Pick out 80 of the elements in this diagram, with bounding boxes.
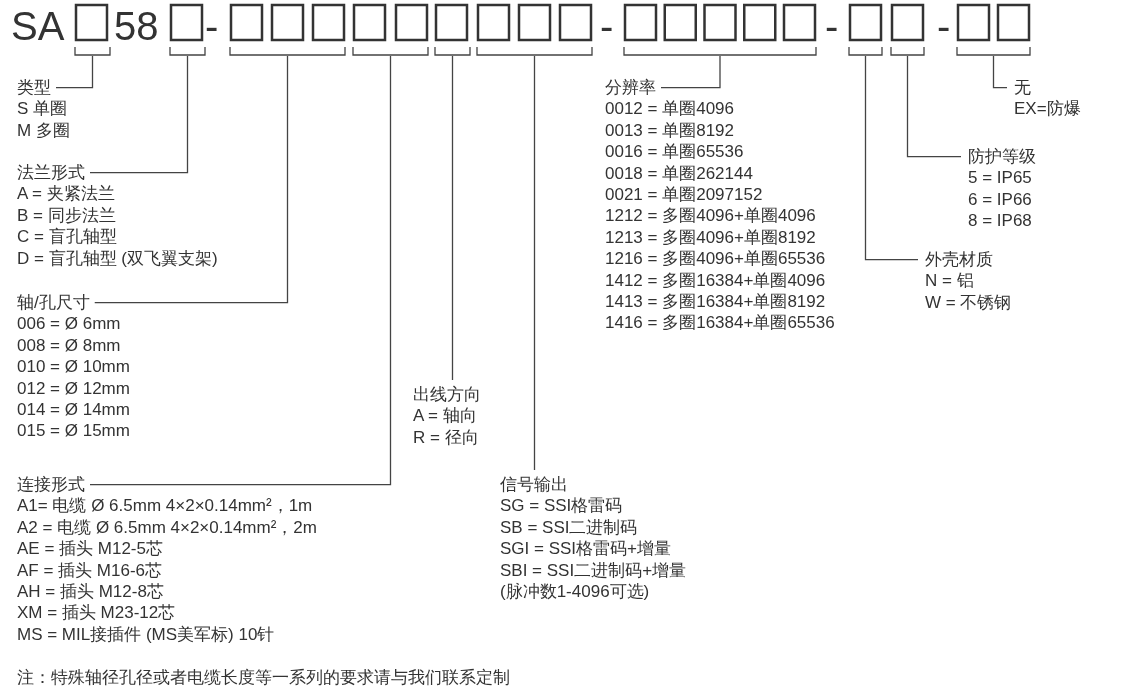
option-text: XM = 插头 M23-12芯 [17, 602, 176, 624]
option-text: 1213 = 多圈4096+单圈8192 [605, 226, 816, 249]
code-slot-group [169, 3, 206, 56]
option-text: A = 夹紧法兰 [17, 183, 115, 205]
option-text: 1412 = 多圈16384+单圈4096 [605, 269, 826, 292]
leader-line [94, 55, 289, 304]
option-text: 0016 = 单圈65536 [605, 141, 744, 163]
option-text: (脉冲数1-4096可选) [500, 581, 650, 603]
option-text: 8 = IP68 [968, 210, 1032, 232]
model-code-text: SA [11, 6, 65, 46]
leader-line [89, 55, 189, 174]
leader-line [992, 55, 1008, 89]
option-text: AH = 插头 M12-8芯 [17, 581, 164, 603]
option-text: 1212 = 多圈4096+单圈4096 [605, 205, 816, 227]
field-heading: 无 [1014, 77, 1031, 99]
field-heading: 轴/孔尺寸 [17, 292, 90, 314]
option-text: S 单圈 [17, 98, 68, 120]
code-slot-group [352, 3, 429, 56]
model-code-text: 58 [114, 6, 159, 46]
field-heading: 法兰形式 [17, 162, 85, 184]
option-text: EX=防爆 [1014, 98, 1081, 120]
option-text: 1216 = 多圈4096+单圈65536 [605, 248, 826, 270]
option-text: 0012 = 单圈4096 [605, 98, 734, 120]
option-text: 5 = IP65 [968, 167, 1032, 189]
separator-dash: - [205, 6, 219, 46]
code-slot-group [476, 3, 593, 56]
option-text: 012 = Ø 12mm [17, 377, 130, 400]
code-slot-group [229, 3, 346, 56]
option-text: M 多圈 [17, 119, 70, 142]
separator-dash: - [937, 6, 951, 46]
option-text: 008 = Ø 8mm [17, 334, 121, 357]
leader-line [533, 55, 536, 471]
option-text: 1413 = 多圈16384+单圈8192 [605, 291, 826, 313]
option-text: 6 = IP66 [968, 188, 1032, 211]
option-text: 0021 = 单圈2097152 [605, 184, 763, 206]
option-text: 0018 = 单圈262144 [605, 162, 753, 185]
option-text: AE = 插头 M12-5芯 [17, 538, 163, 560]
option-text: SBI = SSI二进制码+增量 [500, 559, 687, 582]
option-text: AF = 插头 M16-6芯 [17, 559, 162, 582]
field-heading: 连接形式 [17, 474, 85, 496]
separator-dash: - [600, 6, 614, 46]
option-text: SG = SSI格雷码 [500, 495, 623, 517]
field-heading: 防护等级 [968, 146, 1036, 168]
code-slot-group [74, 3, 111, 56]
code-slot-group [434, 3, 471, 56]
option-text: W = 不锈钢 [925, 291, 1012, 314]
leader-line [906, 55, 962, 158]
code-slot-group [623, 3, 817, 56]
code-slot-group [848, 3, 883, 56]
option-text: 015 = Ø 15mm [17, 420, 130, 442]
option-text: A2 = 电缆 Ø 6.5mm 4×2×0.14mm²，2m [17, 516, 317, 539]
option-text: 006 = Ø 6mm [17, 313, 121, 335]
field-heading: 信号输出 [500, 474, 568, 496]
option-text: A = 轴向 [413, 405, 477, 427]
option-text: SGI = SSI格雷码+增量 [500, 538, 671, 560]
option-text: B = 同步法兰 [17, 204, 116, 227]
option-text: A1= 电缆 Ø 6.5mm 4×2×0.14mm²，1m [17, 495, 313, 517]
option-text: 1416 = 多圈16384+单圈65536 [605, 312, 835, 334]
leader-line [660, 55, 721, 89]
leader-line [864, 55, 919, 261]
leader-line [55, 55, 94, 89]
leader-line [89, 55, 392, 486]
code-slot-group [890, 3, 925, 56]
option-text: 014 = Ø 14mm [17, 399, 130, 421]
note-text: 注：特殊轴径孔径或者电缆长度等一系列的要求请与我们联系定制 [17, 669, 510, 686]
field-heading: 分辨率 [605, 77, 656, 99]
option-text: MS = MIL接插件 (MS美军标) 10针 [17, 623, 275, 646]
code-slot-group [956, 3, 1031, 56]
option-text: SB = SSI二进制码 [500, 516, 638, 539]
option-text: 010 = Ø 10mm [17, 356, 130, 378]
option-text: R = 径向 [413, 426, 479, 449]
separator-dash: - [825, 6, 839, 46]
field-heading: 类型 [17, 77, 51, 99]
option-text: 0013 = 单圈8192 [605, 119, 734, 142]
leader-line [451, 55, 454, 381]
field-heading: 出线方向 [413, 384, 481, 406]
field-heading: 外壳材质 [925, 249, 993, 271]
option-text: D = 盲孔轴型 (双飞翼支架) [17, 247, 218, 270]
option-text: C = 盲孔轴型 [17, 226, 117, 248]
option-text: N = 铝 [925, 270, 974, 292]
